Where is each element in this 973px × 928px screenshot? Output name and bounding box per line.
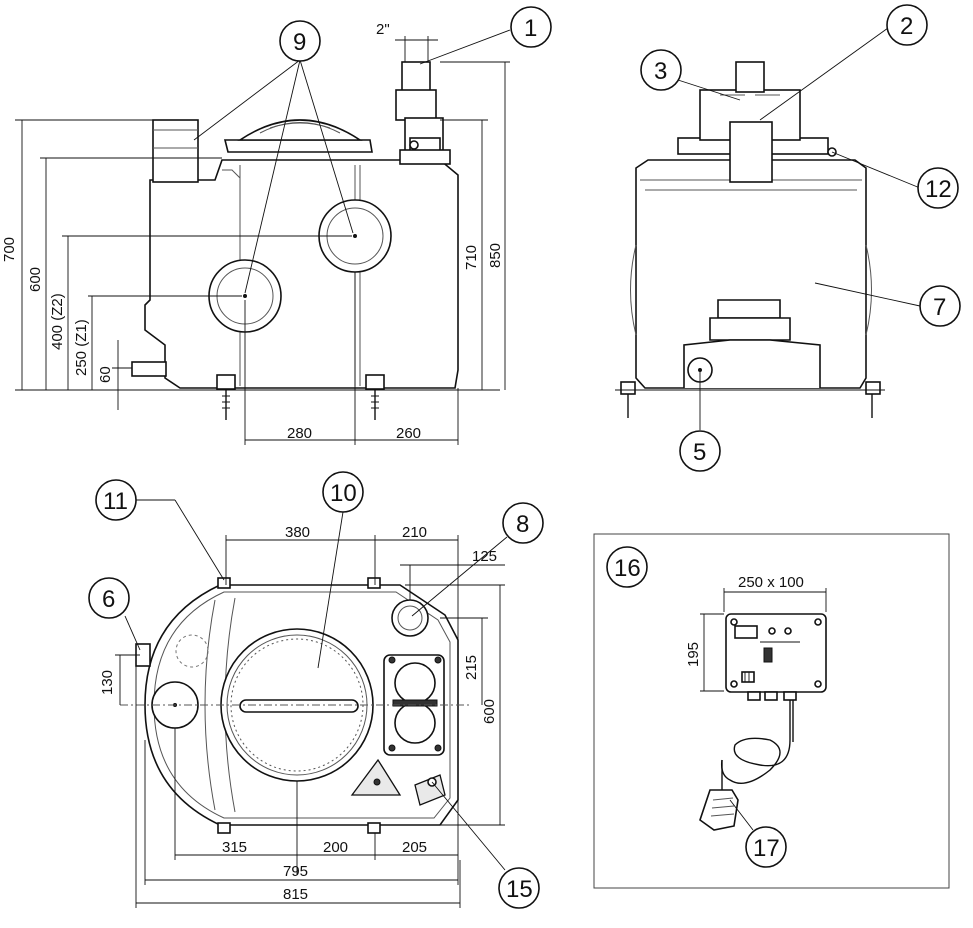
dim-850: 850 (487, 243, 504, 268)
control-box-panel: 16 250 x 100 195 17 (593, 533, 950, 889)
svg-text:10: 10 (330, 480, 357, 507)
callout-3 (640, 49, 682, 91)
callout-8 (502, 502, 544, 544)
svg-text:16: 16 (614, 555, 641, 582)
dim-60: 60 (97, 366, 114, 383)
dim-815: 815 (283, 886, 308, 903)
top-view (120, 577, 470, 834)
dim-205: 205 (402, 839, 427, 856)
dim-195: 195 (685, 642, 702, 667)
dim-600-top: 600 (481, 699, 498, 724)
control-display (734, 625, 758, 639)
callout-16 (606, 546, 648, 588)
dim-200: 200 (323, 839, 348, 856)
top-discharge-circle (391, 599, 429, 637)
callout-11 (95, 479, 137, 521)
svg-text:5: 5 (693, 439, 706, 466)
svg-text:3: 3 (654, 58, 667, 85)
callout-17 (745, 826, 787, 868)
dim-250-z1: 250 (Z1) (73, 319, 90, 376)
svg-text:17: 17 (753, 835, 780, 862)
callout-15 (498, 867, 540, 909)
power-plug (699, 789, 739, 831)
front-view (15, 61, 500, 420)
callout-6 (88, 577, 130, 619)
dim-215: 215 (463, 655, 480, 680)
svg-text:1: 1 (524, 15, 537, 42)
dim-130: 130 (99, 670, 116, 695)
callout-9 (279, 20, 321, 62)
svg-text:8: 8 (516, 511, 529, 538)
dim-700: 700 (1, 237, 18, 262)
front-discharge-pipe (401, 61, 431, 93)
callout-7 (919, 285, 961, 327)
callout-10 (322, 471, 364, 513)
callout-1 (510, 6, 552, 48)
power-cable (720, 700, 791, 784)
dim-400-z2: 400 (Z2) (49, 293, 66, 350)
top-dimensions: 380 210 125 215 600 130 315 200 205 795 … (99, 524, 505, 908)
dim-380: 380 (285, 524, 310, 541)
callout-2 (886, 4, 928, 46)
side-view (615, 61, 885, 418)
dim-315: 315 (222, 839, 247, 856)
dim-2-inch: 2" (376, 21, 390, 38)
front-dimensions: 700 600 400 (Z2) 250 (Z1) 60 710 850 2" … (1, 21, 510, 445)
front-tank-body (144, 159, 459, 389)
svg-text:7: 7 (933, 294, 946, 321)
front-callouts: 1 9 (193, 6, 552, 294)
svg-text:2: 2 (900, 13, 913, 40)
svg-text:6: 6 (102, 586, 115, 613)
front-lid (223, 139, 373, 153)
side-callouts: 2 3 12 7 5 (640, 4, 961, 472)
top-callouts: 11 10 8 6 15 (88, 471, 544, 909)
svg-text:11: 11 (103, 488, 128, 515)
dim-280: 280 (287, 425, 312, 442)
dim-210: 210 (402, 524, 427, 541)
dim-600: 600 (27, 267, 44, 292)
svg-text:15: 15 (506, 876, 533, 903)
dim-795: 795 (283, 863, 308, 880)
callout-5 (679, 430, 721, 472)
top-triangle-fitting (350, 758, 402, 796)
dim-710: 710 (463, 245, 480, 270)
svg-text:9: 9 (293, 29, 306, 56)
dim-260: 260 (396, 425, 421, 442)
callout-12 (917, 167, 959, 209)
front-vent-pipe (152, 119, 199, 183)
dim-250x100: 250 x 100 (738, 574, 804, 591)
svg-text:12: 12 (925, 176, 952, 203)
side-tank-body (635, 159, 867, 389)
